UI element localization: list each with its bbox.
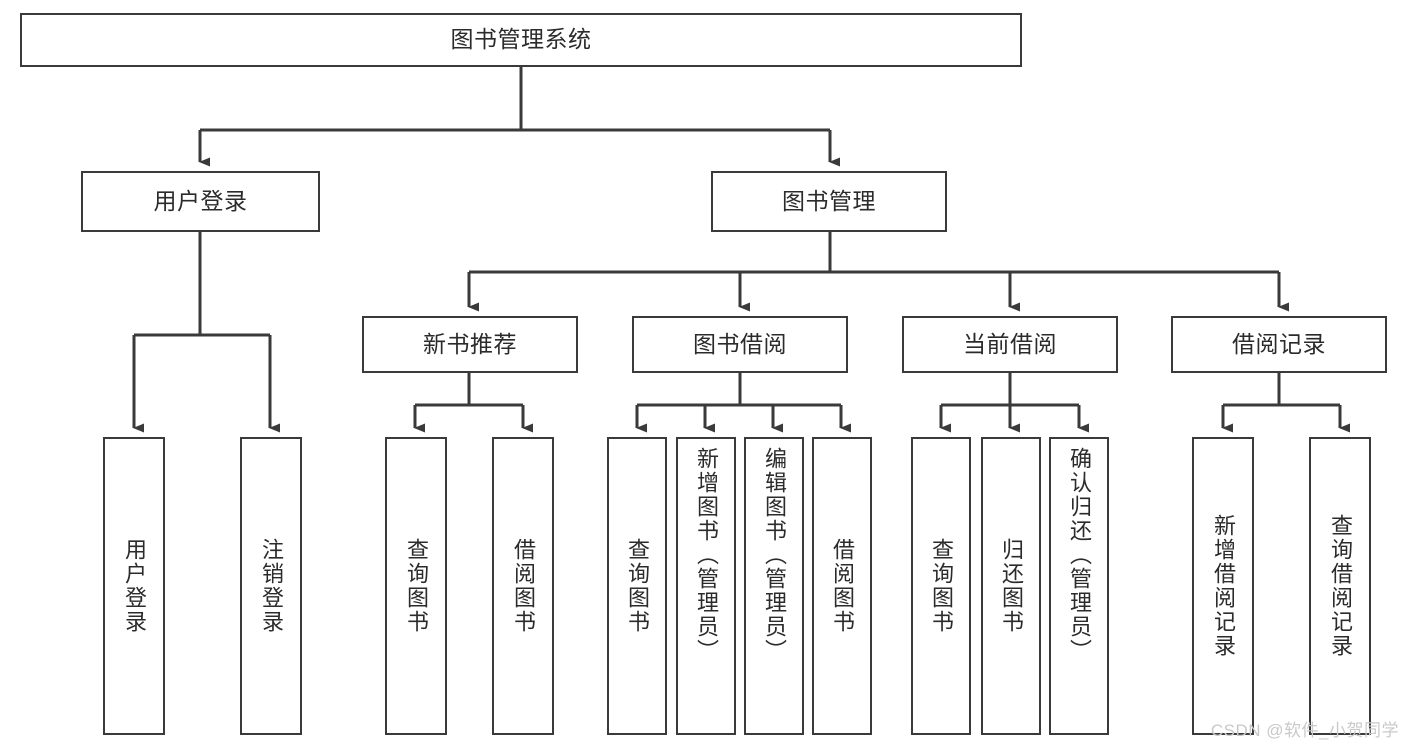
leaf-record-add-record[interactable]: 新增借阅记录 [1192, 437, 1254, 735]
node-label: 查询图书 [928, 538, 954, 634]
node-label: 查询图书 [403, 538, 429, 634]
node-borrow-record[interactable]: 借阅记录 [1171, 316, 1387, 373]
node-label: 查询图书 [624, 538, 650, 634]
leaf-borrow-borrow-book[interactable]: 借阅图书 [812, 437, 872, 735]
leaf-new-book-query[interactable]: 查询图书 [385, 437, 447, 735]
leaf-new-book-borrow[interactable]: 借阅图书 [492, 437, 554, 735]
node-label: 借阅图书 [510, 538, 536, 634]
node-label: 确认归还（管理员） [1066, 447, 1092, 663]
node-label: 查询借阅记录 [1327, 514, 1353, 658]
csdn-watermark: CSDN @软件_小贺同学 [1210, 721, 1399, 740]
node-book-borrow[interactable]: 图书借阅 [632, 316, 848, 373]
node-label: 新书推荐 [423, 330, 517, 357]
leaf-borrow-query-book[interactable]: 查询图书 [607, 437, 667, 735]
leaf-user-login-login[interactable]: 用户登录 [103, 437, 165, 735]
node-current-borrow[interactable]: 当前借阅 [902, 316, 1118, 373]
leaf-current-confirm-return-admin[interactable]: 确认归还（管理员） [1049, 437, 1109, 735]
node-label: 图书管理系统 [450, 26, 592, 53]
leaf-borrow-edit-book-admin[interactable]: 编辑图书（管理员） [744, 437, 804, 735]
node-new-book-recommend[interactable]: 新书推荐 [362, 316, 578, 373]
node-label: 用户登录 [153, 187, 248, 214]
leaf-current-return-book[interactable]: 归还图书 [981, 437, 1041, 735]
node-label: 编辑图书（管理员） [761, 447, 787, 663]
node-user-login[interactable]: 用户登录 [81, 171, 320, 232]
node-system-root[interactable]: 图书管理系统 [20, 13, 1022, 67]
node-label: 借阅记录 [1232, 330, 1326, 357]
node-label: 归还图书 [998, 538, 1024, 634]
node-label: 借阅图书 [829, 538, 855, 634]
node-book-management[interactable]: 图书管理 [711, 171, 947, 232]
leaf-record-query-record[interactable]: 查询借阅记录 [1309, 437, 1371, 735]
node-label: 新增图书（管理员） [693, 447, 719, 663]
node-label: 图书管理 [782, 187, 876, 214]
node-label: 用户登录 [121, 538, 147, 634]
leaf-current-query-book[interactable]: 查询图书 [911, 437, 971, 735]
node-label: 新增借阅记录 [1210, 514, 1236, 658]
node-label: 图书借阅 [693, 330, 787, 357]
node-label: 注销登录 [258, 538, 284, 634]
leaf-user-login-logout[interactable]: 注销登录 [240, 437, 302, 735]
node-label: 当前借阅 [963, 330, 1057, 357]
leaf-borrow-add-book-admin[interactable]: 新增图书（管理员） [676, 437, 736, 735]
